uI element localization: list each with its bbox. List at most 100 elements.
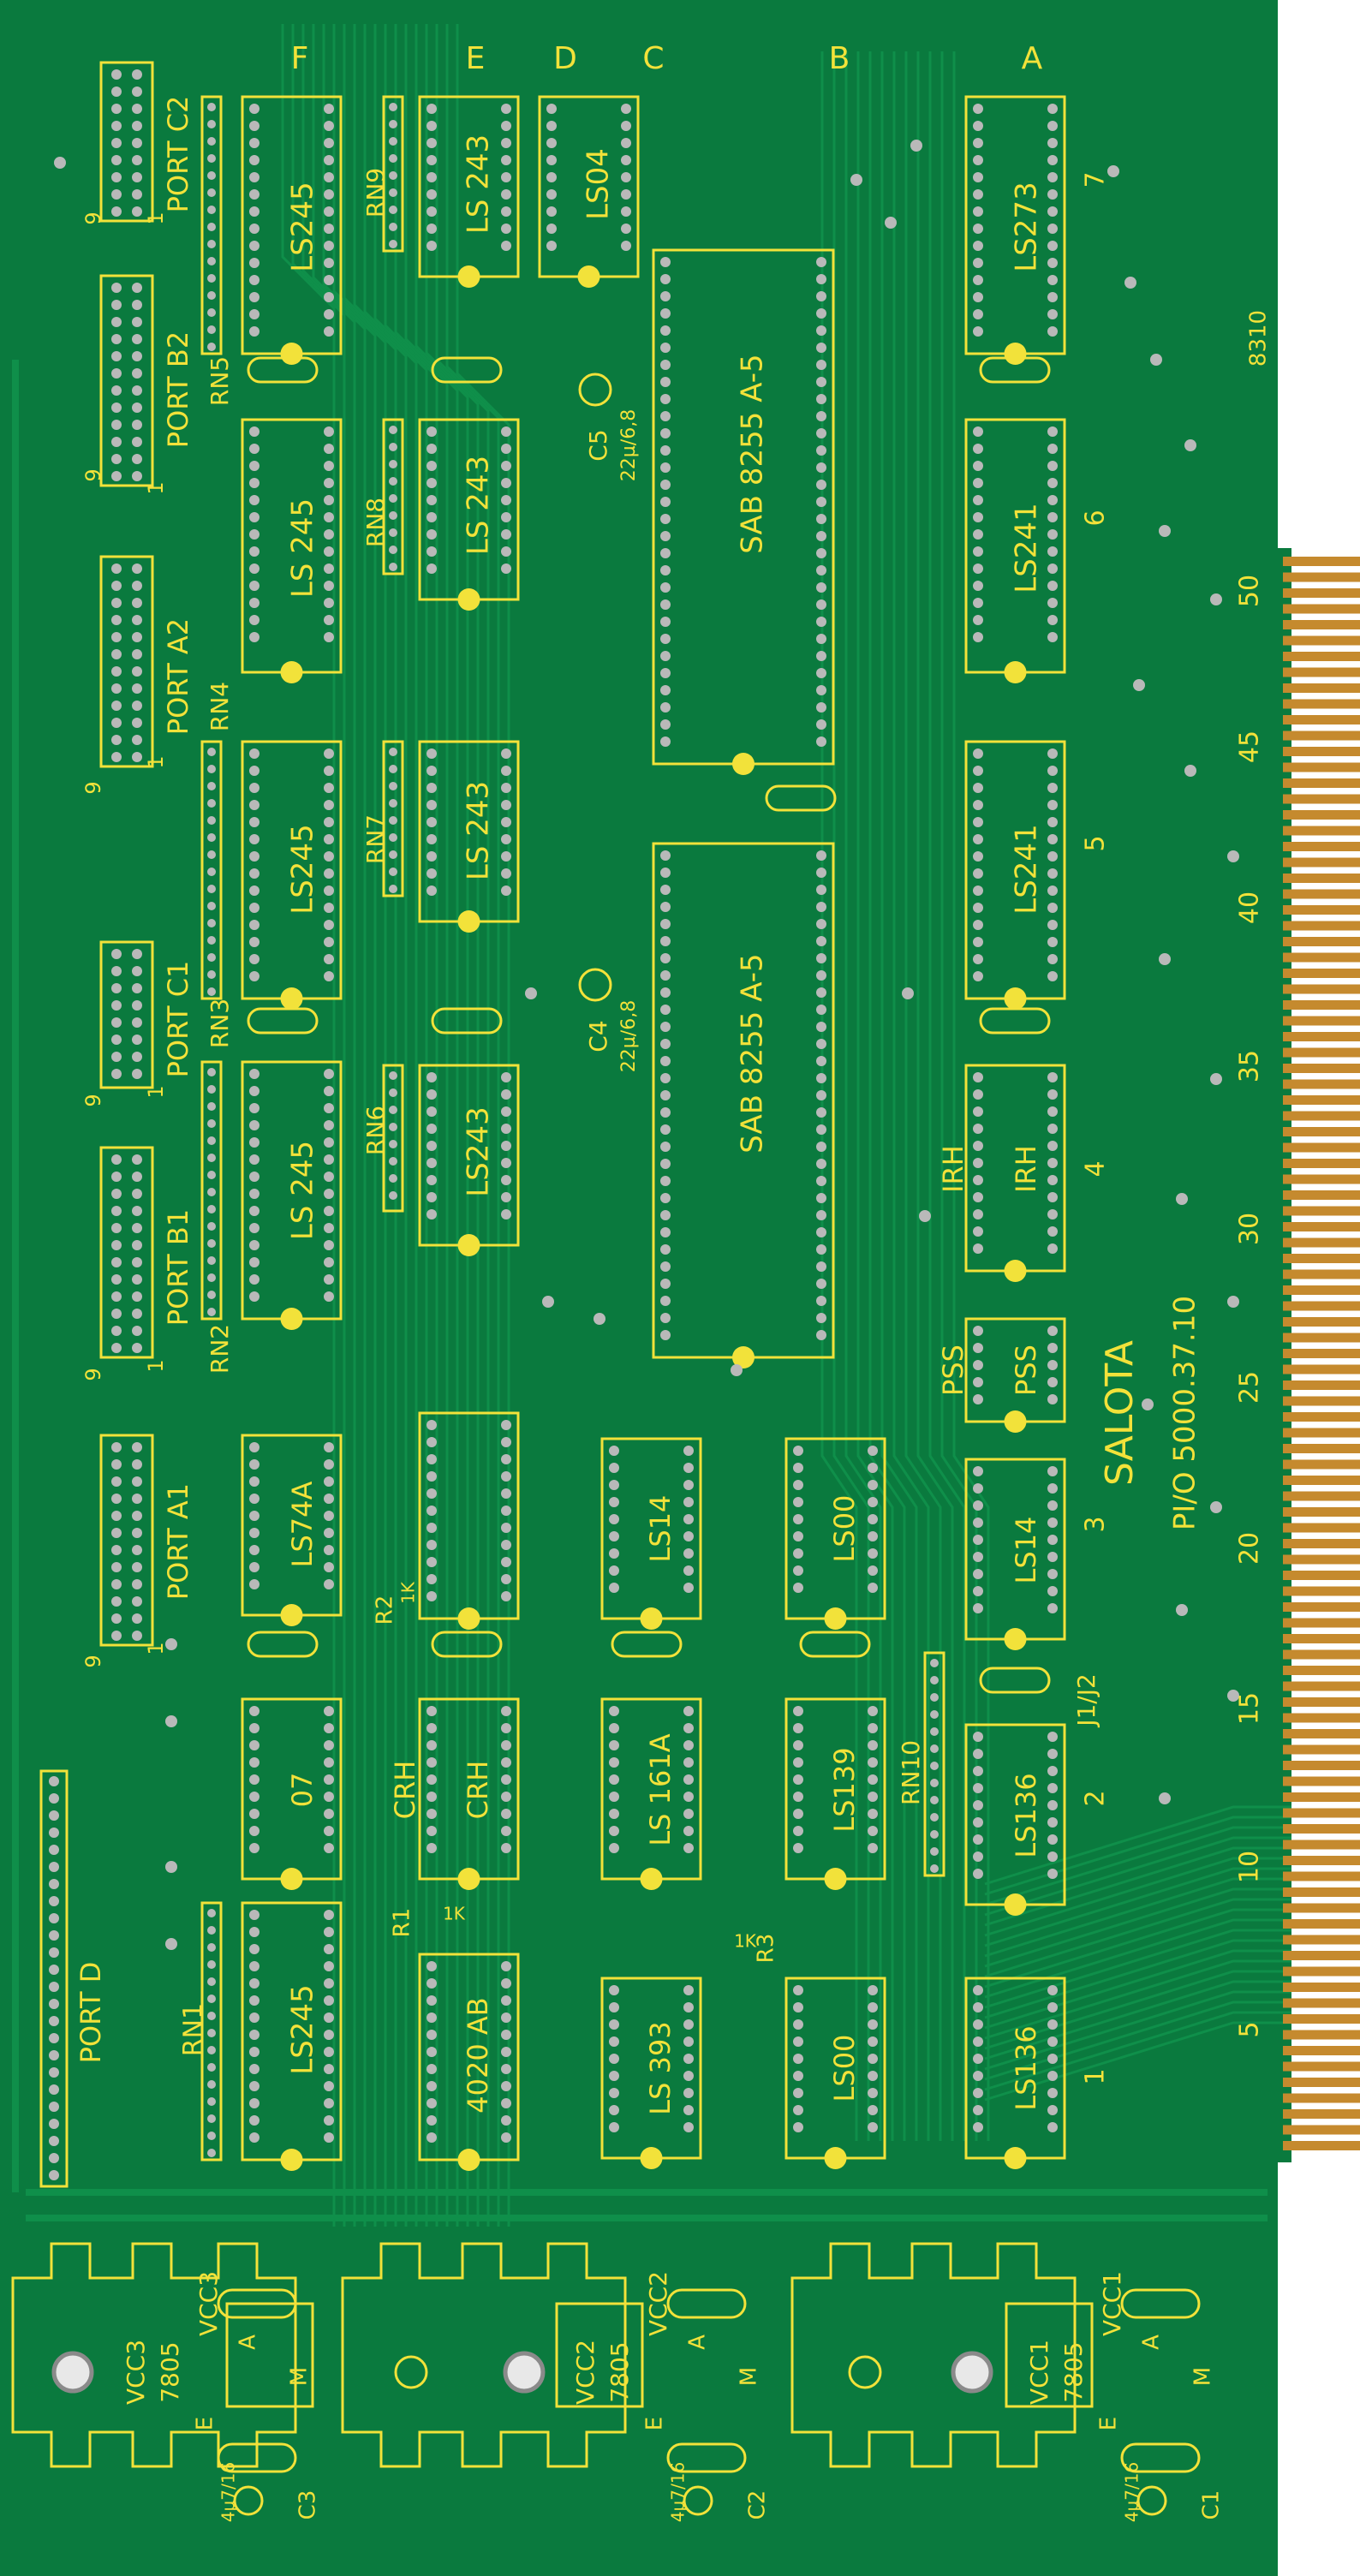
trace [984,1918,1291,1999]
trace [984,1877,1291,1958]
gold-finger [1283,1016,1360,1026]
pad [249,104,259,114]
ic-notch [457,588,480,611]
pad [1047,2105,1058,2115]
pad [1047,546,1058,557]
pad [816,394,826,404]
gold-finger [1283,1649,1360,1660]
electrolytic-outline [578,968,612,1002]
pad [249,800,259,810]
gold-finger [1283,1444,1360,1453]
pad [501,817,511,827]
pad [816,1005,826,1015]
silk-vcc3-reg-a: VCC3 [122,2340,150,2405]
pad [207,1977,216,1986]
pad [1047,189,1058,200]
pad [132,1223,142,1233]
pad [973,632,983,642]
pad [389,833,397,842]
pad [132,949,142,959]
pad [111,752,122,762]
pad [609,2105,619,2115]
pad [660,291,671,301]
via [1150,354,1162,366]
pad [1047,155,1058,165]
pad [930,1779,939,1787]
silk-u-8255-a: SAB 8255 A-5 [736,354,770,553]
pad [207,1188,216,1196]
pad [501,783,511,793]
cap-outline [247,356,319,384]
via [1184,439,1196,451]
gold-finger [1283,874,1360,883]
gold-finger [1283,1776,1360,1786]
pad [816,702,826,713]
pad [426,564,437,574]
gold-finger [1283,1254,1360,1263]
pad [132,420,142,430]
pad [249,258,259,268]
trace [373,24,428,2227]
pad [389,137,397,146]
pad [324,1257,334,1267]
trace [322,24,377,2227]
pad [111,1476,122,1487]
pad [501,189,511,200]
pad [249,1579,259,1589]
pad [816,1330,826,1340]
ic-notch [1004,1628,1027,1650]
pad [1047,1985,1058,1995]
pad [660,617,671,627]
pad [324,1459,334,1470]
trace [291,24,346,2227]
pad [207,1102,216,1111]
pad [609,1985,619,1995]
pad [111,718,122,728]
pad [501,1192,511,1202]
gold-finger [1283,1428,1360,1438]
pad [660,565,671,575]
pad [207,2132,216,2140]
pad [249,121,259,131]
electrolytic-outline [578,373,612,407]
header-outline [99,1146,154,1359]
silk-port-b2: PORT B2 [162,331,194,448]
pad [660,850,671,861]
pad [1047,309,1058,319]
pad [621,224,631,234]
gold-finger [1283,1919,1360,1929]
ic-notch [577,265,600,288]
pad [816,936,826,946]
pad [111,735,122,745]
pad [1047,2002,1058,2012]
pad [683,1740,694,1750]
pad [249,241,259,251]
pad [868,2054,878,2064]
pad [1047,2036,1058,2047]
pad [793,2036,803,2047]
silk-rn5: RN5 [206,356,234,406]
pad [249,1528,259,1538]
pad [324,172,334,182]
pad [426,1540,437,1550]
pad [111,1172,122,1182]
pad [132,1257,142,1267]
ic-notch [457,1607,480,1630]
pad [207,1291,216,1299]
cap-outline [431,1631,503,1658]
pad [324,886,334,896]
pad [389,748,397,756]
pad [1047,1326,1058,1336]
silk-vcc3-m: M [287,2367,313,2386]
pad [660,257,671,267]
pad [111,1613,122,1624]
gold-finger [1283,1634,1360,1643]
pad [546,121,557,131]
silk-u-4020: 4020 AB [462,1997,494,2113]
via [1227,850,1239,862]
ic-notch [457,910,480,933]
pad [324,292,334,302]
pad [249,971,259,981]
pad [426,444,437,454]
pad [660,970,671,981]
